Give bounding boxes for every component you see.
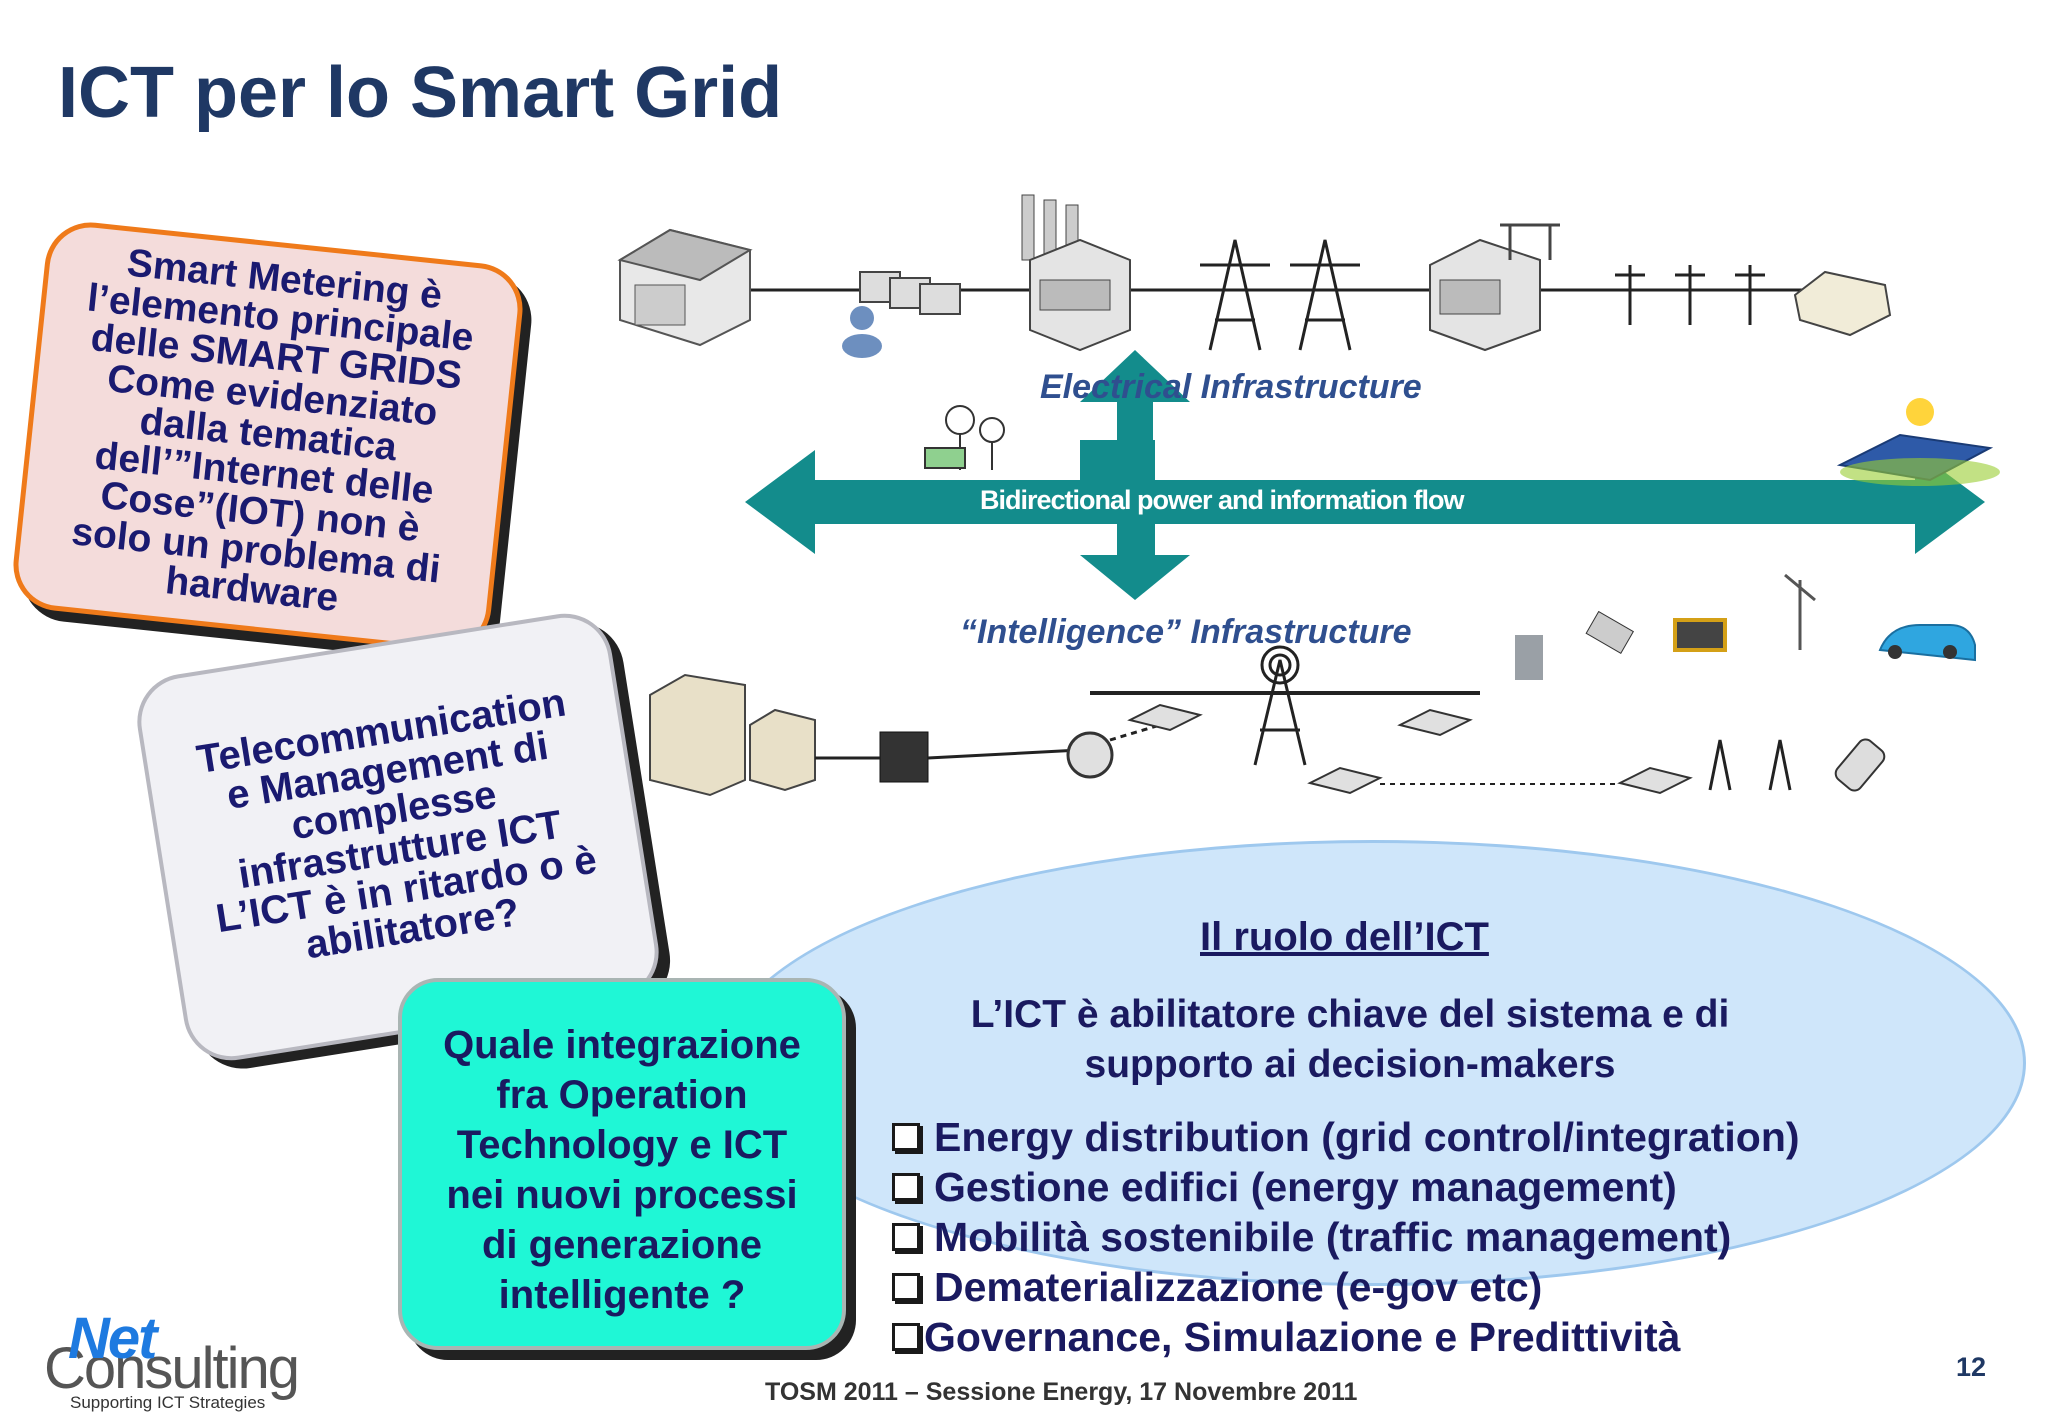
ict-role-subtitle-line: L’ICT è abilitatore chiave del sistema e…: [970, 993, 1730, 1036]
logo-tagline: Supporting ICT Strategies: [70, 1393, 266, 1412]
network-link: [927, 748, 1081, 760]
integration-callout: Quale integrazione fra Operation Technol…: [398, 978, 846, 1350]
list-item: Mobilità sostenibile (traffic management…: [888, 1212, 1800, 1262]
list-item-label: Dematerializzazione (e-gov etc): [934, 1264, 1543, 1310]
satellite-dish-icon: [1066, 731, 1114, 779]
ict-role-bullet-list: Energy distribution (grid control/integr…: [888, 1112, 1800, 1362]
netconsulting-logo: Consulting Net Supporting ICT Strategies: [40, 1305, 300, 1415]
list-item-label: Gestione edifici (energy management): [934, 1164, 1677, 1210]
list-item: Dematerializzazione (e-gov etc): [888, 1262, 1800, 1312]
control-center-icon: [842, 271, 961, 358]
solar-panel-icon: [1836, 398, 2000, 486]
logo-brand-top: Net: [68, 1306, 157, 1371]
list-item: Governance, Simulazione e Predittività: [888, 1312, 1800, 1362]
list-item-label: Governance, Simulazione e Predittività: [924, 1314, 1681, 1360]
electric-car-icon: [1878, 624, 1976, 662]
callout-line: Quale integrazione: [443, 1023, 801, 1067]
callout-line: fra Operation: [496, 1073, 748, 1117]
server-rack-icon: [649, 673, 929, 797]
smart-grid-diagram: Electrical Infrastructure Bidirectional …: [600, 180, 2030, 830]
substation-icon: [1429, 223, 1560, 352]
wind-turbine-icon: [924, 405, 1005, 470]
intelligence-infrastructure-label: “Intelligence” Infrastructure: [960, 613, 1412, 651]
ict-role-ellipse: [720, 840, 2026, 1286]
page-number: 12: [1956, 1352, 1987, 1382]
list-item-label: Mobilità sostenibile (traffic management…: [934, 1214, 1732, 1260]
callout-line: nei nuovi processi: [446, 1173, 798, 1217]
wind-turbine-small-icon: [1784, 573, 1816, 650]
checkbox-bullet-icon: [892, 1273, 920, 1301]
wireless-link: [1109, 723, 1161, 742]
diagram-graphic: [617, 194, 2000, 797]
house-icon: [1793, 270, 1892, 337]
callout-line: intelligente ?: [498, 1273, 746, 1317]
smart-metering-callout: Smart Metering è l’elemento principale d…: [8, 217, 528, 657]
slide-title: ICT per lo Smart Grid: [58, 53, 783, 133]
ict-role-subtitle-line: supporto ai decision-makers: [1084, 1043, 1616, 1086]
building-icon: [617, 228, 753, 347]
radio-tower-icon: [1253, 645, 1307, 766]
checkbox-bullet-icon: [892, 1123, 920, 1151]
satellite-icon: [1585, 610, 1635, 654]
transmission-tower-icon: [1200, 239, 1360, 351]
callout-line: di generazione: [481, 1223, 763, 1267]
list-item-label: Energy distribution (grid control/integr…: [934, 1114, 1800, 1160]
mobile-phone-icon: [1834, 738, 1886, 792]
router-icon: [1127, 703, 1693, 795]
ict-role-subtitle: L’ICT è abilitatore chiave del sistema e…: [900, 990, 1800, 1090]
electrical-infrastructure-label: Electrical Infrastructure: [1040, 368, 1422, 406]
list-item: Gestione edifici (energy management): [888, 1162, 1800, 1212]
flow-label: Bidirectional power and information flow: [980, 485, 1465, 515]
ict-role-title: Il ruolo dell’ICT: [1200, 915, 1489, 959]
checkbox-bullet-icon: [892, 1323, 920, 1351]
distribution-pole-icon: [1615, 265, 1765, 325]
callout-line: Technology e ICT: [456, 1123, 788, 1167]
battery-icon: [1673, 618, 1727, 652]
power-plant-icon: [1021, 194, 1131, 352]
checkbox-bullet-icon: [892, 1173, 920, 1201]
list-item: Energy distribution (grid control/integr…: [888, 1112, 1800, 1162]
antenna-icon: [1708, 739, 1792, 791]
logo-brand-bottom: Consulting: [44, 1336, 300, 1401]
slide-footer: TOSM 2011 – Sessione Energy, 17 Novembre…: [765, 1378, 1358, 1406]
checkbox-bullet-icon: [892, 1223, 920, 1251]
data-center-icon: [1515, 635, 1543, 680]
